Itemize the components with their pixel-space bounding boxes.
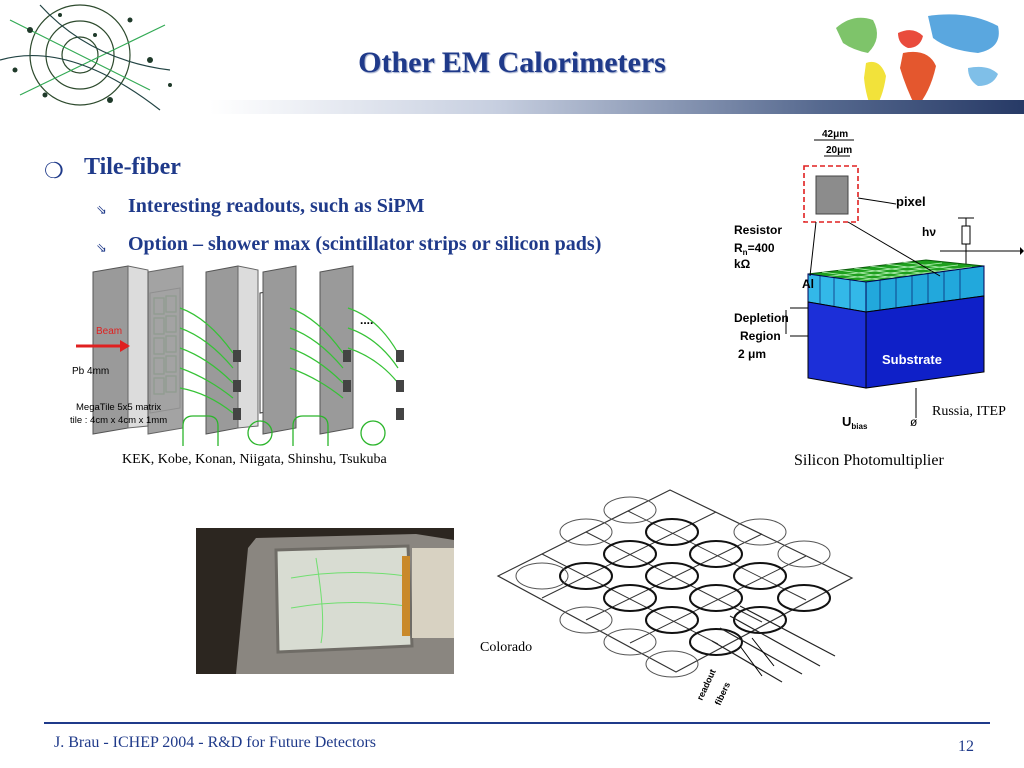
- fiber-tile-layout-figure: readout fibers: [490, 486, 860, 714]
- hv-photon-label: hν: [922, 225, 936, 239]
- bullet-main-text: Tile-fiber: [84, 154, 181, 180]
- bullet-arrow-icon: ⇘: [96, 202, 107, 217]
- slide-title: Other EM Calorimeters: [358, 46, 666, 79]
- tile-size-label: tile : 4cm x 4cm x 1mm: [70, 415, 167, 426]
- colorado-caption: Colorado: [480, 640, 533, 655]
- megatile-label: MegaTile 5x5 matrix: [76, 402, 161, 413]
- rn-value: =400: [748, 241, 775, 255]
- page-number: 12: [958, 738, 974, 755]
- depletion-thickness-label: 2 μm: [738, 347, 766, 361]
- sipm-caption: Silicon Photomultiplier: [794, 452, 944, 469]
- bullet-arrow-icon: ⇘: [96, 240, 107, 255]
- fiber-tile-layout-diagram: readout fibers: [490, 486, 860, 714]
- world-map-graphic: [836, 14, 999, 112]
- depletion-label: Depletion: [734, 311, 789, 325]
- world-map-logo: [828, 8, 1018, 120]
- header-gradient-bar: [210, 100, 1024, 114]
- bias-terminal-icon: ø: [910, 415, 918, 429]
- dimension-20um: 20μm: [826, 145, 852, 156]
- ubias-subscript: bias: [851, 422, 868, 431]
- sub-bullet-text: Interesting readouts, such as SiPM: [128, 195, 425, 217]
- svg-text:Rn=400: Rn=400: [734, 241, 775, 257]
- svg-text:Ubias: Ubias: [842, 414, 868, 431]
- beam-label: Beam: [96, 326, 122, 337]
- tile-fiber-figure: Beam Pb 4mm MegaTile 5x5 matrix tile : 4…: [68, 258, 410, 446]
- rn-subscript: n: [743, 248, 748, 257]
- sipm-credit: Russia, ITEP: [932, 404, 1006, 419]
- prototype-photo-graphic: [196, 528, 454, 674]
- dimension-42um: 42μm: [822, 129, 848, 140]
- rn-label: R: [734, 241, 743, 255]
- footer-divider: [44, 722, 990, 724]
- kohm-label: kΩ: [734, 257, 751, 271]
- continuation-dots: ....: [360, 313, 373, 327]
- region-label: Region: [740, 329, 781, 343]
- pixel-label: pixel: [896, 194, 926, 209]
- event-display-graphic: [0, 4, 172, 111]
- event-display-logo: [0, 0, 200, 130]
- ubias-label: U: [842, 414, 851, 429]
- pb-thickness-label: Pb 4mm: [72, 366, 109, 377]
- resistor-label: Resistor: [734, 223, 782, 237]
- substrate-label: Substrate: [882, 352, 942, 367]
- tile-fiber-diagram: Beam Pb 4mm MegaTile 5x5 matrix tile : 4…: [68, 258, 410, 446]
- aluminum-label: Al: [802, 277, 814, 291]
- sub-bullet-text: Option – shower max (scintillator strips…: [128, 233, 602, 255]
- bullet-circle-icon: ❍: [44, 158, 64, 183]
- sipm-figure: 42μm 20μm pixel Resistor Rn=400 kΩ hν: [730, 126, 1024, 436]
- sipm-diagram: 42μm 20μm pixel Resistor Rn=400 kΩ hν: [730, 126, 1024, 436]
- footer-text: J. Brau - ICHEP 2004 - R&D for Future De…: [54, 734, 377, 751]
- tile-fiber-caption: KEK, Kobe, Konan, Niigata, Shinshu, Tsuk…: [122, 452, 387, 467]
- prototype-photo: [196, 528, 454, 674]
